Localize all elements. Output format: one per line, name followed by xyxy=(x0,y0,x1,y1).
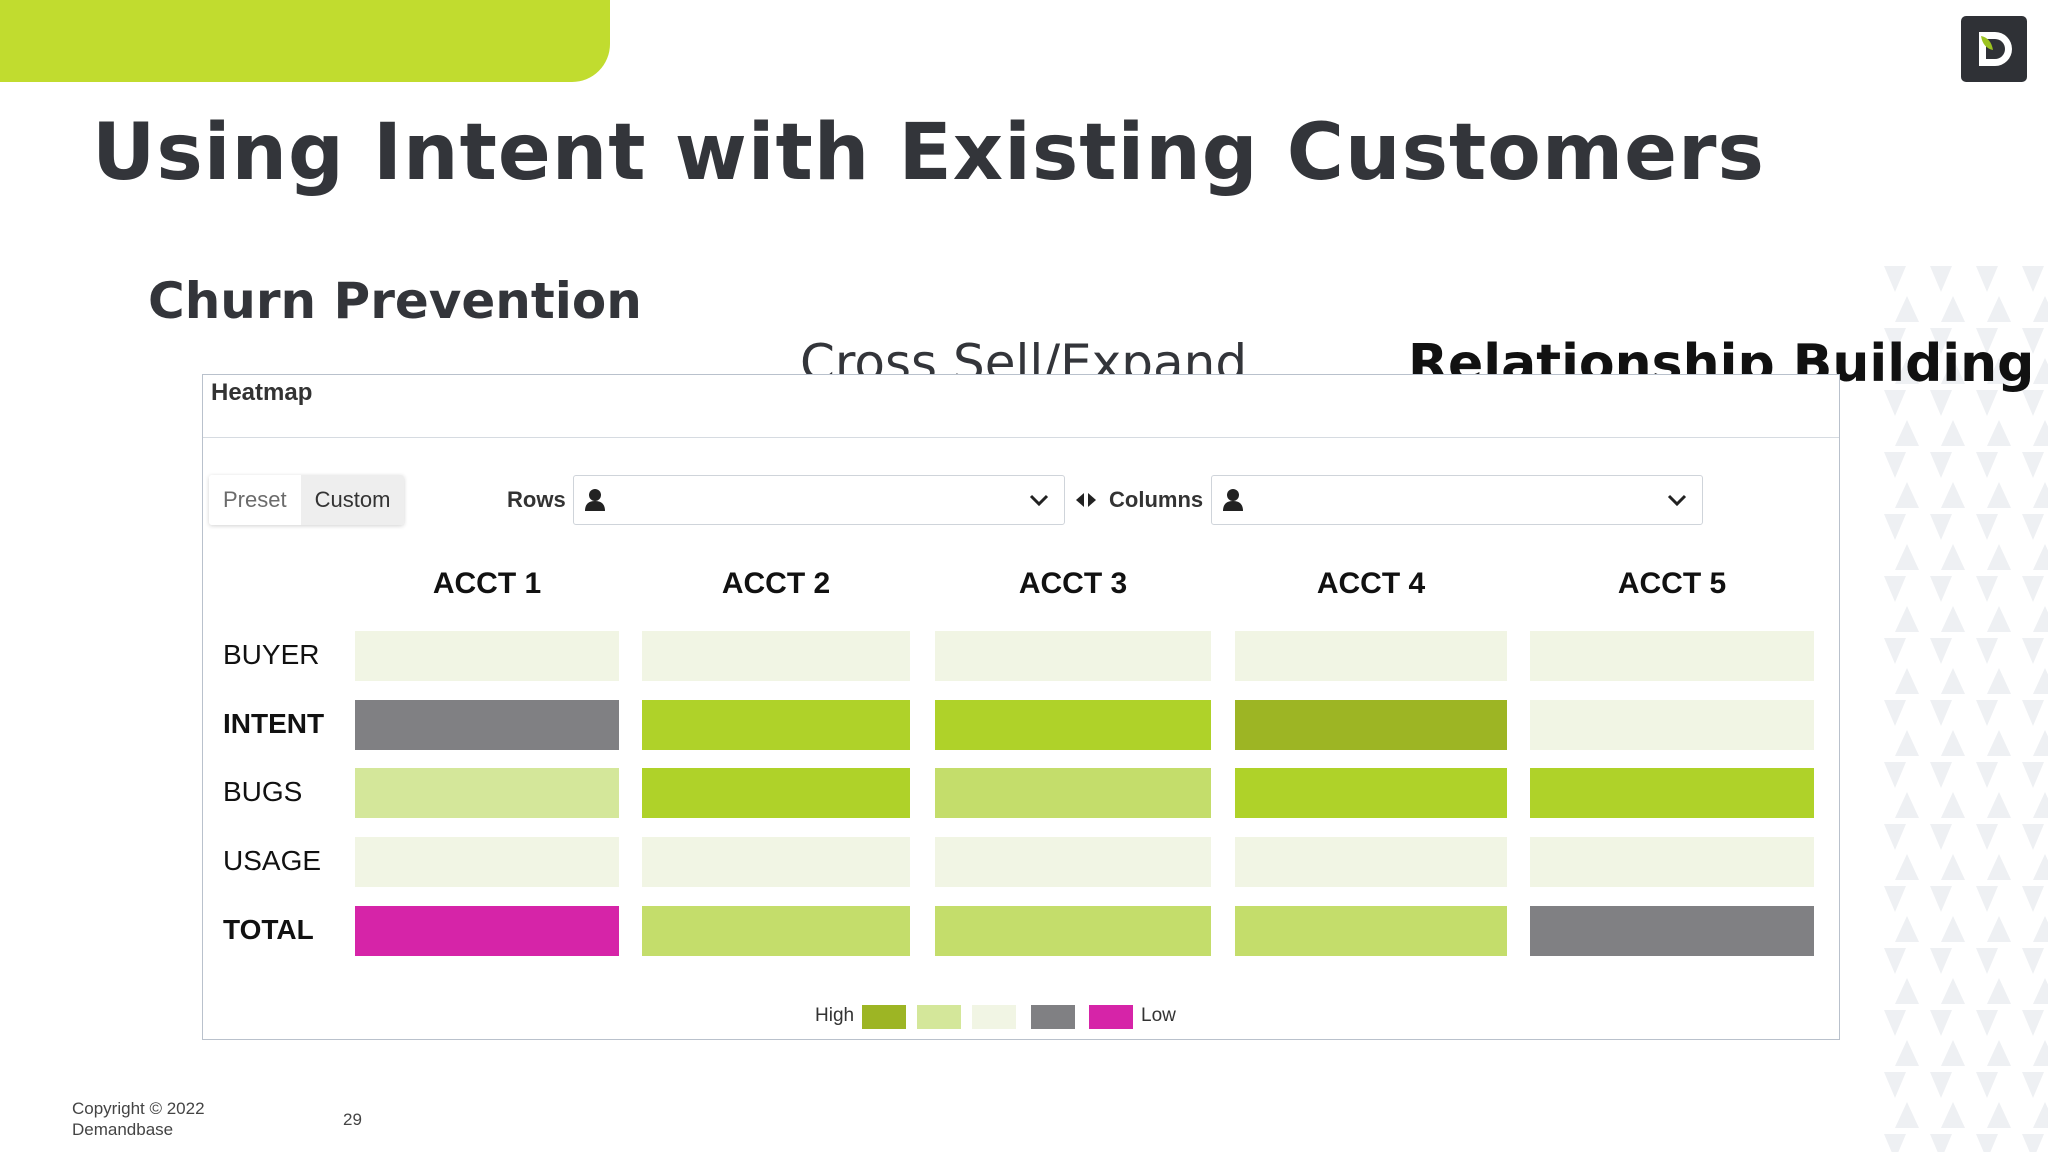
heatmap-cell[interactable] xyxy=(355,906,619,956)
swap-arrows-icon[interactable] xyxy=(1075,490,1097,510)
heatmap-cell[interactable] xyxy=(935,837,1211,887)
heatmap-cell[interactable] xyxy=(642,837,910,887)
panel-divider xyxy=(203,437,1839,438)
heatmap-cell[interactable] xyxy=(355,837,619,887)
heatmap-cell[interactable] xyxy=(642,768,910,818)
heatmap-cell[interactable] xyxy=(355,700,619,750)
copyright-text: Copyright © 2022 Demandbase xyxy=(72,1099,205,1139)
chevron-down-icon xyxy=(1029,494,1049,507)
logo-glyph xyxy=(1979,32,2012,66)
preset-custom-toggle: Preset Custom xyxy=(209,475,405,525)
columns-dropdown[interactable] xyxy=(1211,475,1703,525)
header-accent-bar xyxy=(0,0,610,82)
column-header: ACCT 4 xyxy=(1316,567,1426,600)
panel-title: Heatmap xyxy=(211,379,313,406)
demandbase-logo-icon xyxy=(1961,16,2027,82)
legend-swatch xyxy=(1089,1005,1133,1029)
legend-swatch xyxy=(972,1005,1016,1029)
heatmap-cell[interactable] xyxy=(935,700,1211,750)
heatmap-cell[interactable] xyxy=(1235,768,1507,818)
subhead-churn-prevention: Churn Prevention xyxy=(148,272,642,330)
heatmap-cell[interactable] xyxy=(355,631,619,681)
heatmap-cell[interactable] xyxy=(642,700,910,750)
row-header: BUYER xyxy=(223,639,320,670)
row-header: BUGS xyxy=(223,776,303,807)
triangle-pattern-decoration xyxy=(1880,262,2048,1152)
legend-swatch xyxy=(917,1005,961,1029)
heatmap-panel: Heatmap Preset Custom Rows Columns ACCT … xyxy=(202,374,1840,1040)
heatmap-cell[interactable] xyxy=(1530,768,1814,818)
slide-title: Using Intent with Existing Customers xyxy=(92,108,1765,198)
heatmap-cell[interactable] xyxy=(1235,700,1507,750)
person-icon xyxy=(585,489,605,511)
legend-low-label: Low xyxy=(1141,1005,1176,1026)
heatmap-cell[interactable] xyxy=(1235,837,1507,887)
person-icon xyxy=(1223,489,1243,511)
column-header: ACCT 1 xyxy=(432,567,542,600)
custom-tab[interactable]: Custom xyxy=(300,475,405,525)
heatmap-cell[interactable] xyxy=(935,631,1211,681)
row-header: INTENT xyxy=(223,708,325,739)
heatmap-cell[interactable] xyxy=(935,768,1211,818)
legend-high-label: High xyxy=(815,1005,855,1026)
rows-dropdown[interactable] xyxy=(573,475,1065,525)
preset-tab[interactable]: Preset xyxy=(209,475,301,525)
page-number: 29 xyxy=(343,1110,362,1129)
heatmap-cell[interactable] xyxy=(1530,837,1814,887)
chevron-down-icon xyxy=(1667,494,1687,507)
heatmap-cell[interactable] xyxy=(642,906,910,956)
heatmap-cell[interactable] xyxy=(1235,906,1507,956)
row-header: TOTAL xyxy=(223,914,314,945)
column-header: ACCT 5 xyxy=(1617,567,1727,600)
heatmap-cell[interactable] xyxy=(642,631,910,681)
legend-swatch xyxy=(1031,1005,1075,1029)
heatmap-cell[interactable] xyxy=(1530,906,1814,956)
column-header: ACCT 2 xyxy=(721,567,831,600)
heatmap-cell[interactable] xyxy=(1235,631,1507,681)
heatmap-cell[interactable] xyxy=(935,906,1211,956)
heatmap-cell[interactable] xyxy=(1530,631,1814,681)
rows-label: Rows xyxy=(507,487,566,512)
heatmap-legend: High Low xyxy=(203,1003,1839,1031)
legend-swatch xyxy=(862,1005,906,1029)
columns-label: Columns xyxy=(1109,487,1204,512)
column-header: ACCT 3 xyxy=(1018,567,1128,600)
row-header: USAGE xyxy=(223,845,322,876)
heatmap-cell[interactable] xyxy=(355,768,619,818)
heatmap-cell[interactable] xyxy=(1530,700,1814,750)
